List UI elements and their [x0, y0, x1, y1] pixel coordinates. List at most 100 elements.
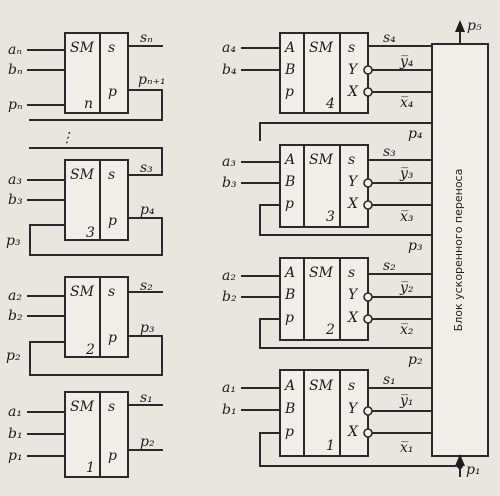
input-b: b₃	[222, 175, 237, 191]
svg-text:B: B	[284, 401, 295, 417]
output-x: x̅₃	[400, 209, 414, 225]
svg-text:s: s	[348, 265, 355, 281]
p-pin: p	[108, 448, 117, 464]
sm-label: SM	[70, 399, 95, 415]
p-pin: p	[108, 84, 117, 100]
output-p: p₂	[140, 434, 155, 450]
cell-number: 1	[86, 460, 95, 476]
output-y: y̅₃	[399, 166, 414, 182]
cell-number: 4	[325, 96, 335, 112]
output-s: s₁	[140, 390, 153, 406]
cell-number: 2	[85, 342, 95, 358]
output-p: p₃	[140, 320, 155, 336]
output-s: s₂	[383, 258, 396, 274]
svg-text:A: A	[283, 152, 295, 168]
svg-text:s: s	[348, 152, 355, 168]
s-pin: s	[108, 284, 115, 300]
carry-label: p₃	[408, 238, 423, 254]
input-b: b₁	[222, 402, 237, 418]
output-s: s₂	[140, 278, 153, 294]
inversion-bubble	[363, 428, 373, 438]
input-p: p₁	[8, 448, 23, 464]
adder-box	[279, 369, 369, 457]
svg-text:X: X	[347, 84, 359, 100]
arrow-up-icon	[455, 454, 465, 466]
output-x: x̅₁	[400, 440, 414, 456]
cell-number: 3	[86, 225, 95, 241]
output-p: pₙ₊₁	[138, 72, 166, 88]
sm-label: SM	[70, 284, 95, 300]
svg-text:X: X	[347, 196, 359, 212]
svg-text:Y: Y	[348, 174, 359, 190]
input-a: a₁	[222, 380, 236, 396]
svg-text:A: A	[283, 378, 295, 394]
s-pin: s	[108, 399, 115, 415]
svg-text:A: A	[283, 265, 295, 281]
right-cell-2: A B p SM s Y X 2 a₂ b₂ s₂ y̅₂ x̅₂ p₂	[222, 257, 433, 368]
inversion-bubble	[363, 87, 373, 97]
svg-text:Y: Y	[348, 401, 359, 417]
inversion-bubble	[363, 178, 373, 188]
adder-box	[64, 276, 129, 358]
svg-text:B: B	[284, 287, 295, 303]
input-a: a₄	[222, 40, 236, 56]
sm-label: SM	[309, 152, 334, 168]
svg-text:X: X	[347, 424, 359, 440]
adder-box	[279, 144, 369, 228]
input-p: p₂	[6, 348, 21, 364]
carry-label: p₂	[408, 352, 423, 368]
inversion-bubble	[363, 406, 373, 416]
sm-label: SM	[309, 265, 334, 281]
cell-number: 3	[326, 209, 335, 225]
sm-label: SM	[70, 40, 95, 56]
svg-text:B: B	[284, 174, 295, 190]
adder-box	[279, 32, 369, 114]
output-y: y̅₄	[399, 54, 414, 70]
output-x: x̅₂	[400, 322, 414, 338]
input-p: p₃	[6, 233, 21, 249]
cell-number: 1	[326, 438, 335, 454]
sm-label: SM	[70, 167, 95, 183]
sm-label: SM	[309, 378, 334, 394]
cell-number: n	[84, 96, 93, 112]
output-s: s₃	[140, 160, 153, 176]
svg-text:p: p	[285, 196, 294, 212]
input-a: a₂	[8, 288, 22, 304]
input-b: bₙ	[8, 62, 23, 78]
ellipsis-dots: ⋮	[60, 130, 74, 146]
right-cell-4: A B p SM s Y X 4 a₄ b₄ s₄ y̅₄ x̅₄ p₄	[222, 30, 433, 142]
output-s: s₄	[383, 30, 396, 46]
carry-block-label: Блок ускоренного переноса	[452, 169, 465, 332]
svg-text:s: s	[348, 378, 355, 394]
input-p: pₙ	[8, 97, 23, 113]
svg-text:X: X	[347, 310, 359, 326]
carry-in-label: p₁	[466, 462, 481, 478]
junction-dot	[457, 463, 463, 469]
left-cell-1: SM s p 1 a₁ b₁ p₁ s₁ p₂	[8, 390, 163, 478]
output-x: x̅₄	[400, 95, 414, 111]
p-pin: p	[108, 330, 117, 346]
left-cell-n: SM s p n aₙ bₙ pₙ sₙ pₙ₊₁	[8, 30, 166, 121]
carry-block-box	[431, 43, 489, 457]
input-a: a₁	[8, 404, 22, 420]
cell-number: 2	[325, 322, 335, 338]
input-a: a₃	[222, 154, 236, 170]
svg-text:Y: Y	[348, 287, 359, 303]
input-b: b₂	[8, 308, 23, 324]
svg-text:p: p	[285, 84, 294, 100]
output-y: y̅₁	[399, 393, 414, 409]
svg-text:p: p	[285, 424, 294, 440]
input-b: b₃	[8, 192, 23, 208]
arrow-up-icon	[455, 20, 465, 32]
input-b: b₁	[8, 426, 23, 442]
sm-label: SM	[309, 40, 334, 56]
carry-label: p₄	[408, 126, 423, 142]
adder-box	[64, 391, 129, 478]
carry-out-label: p₅	[467, 18, 482, 34]
carry-lookahead-block: Блок ускоренного переноса p₅ p₁	[431, 18, 489, 478]
s-pin: s	[108, 40, 115, 56]
output-s: s₁	[383, 372, 396, 388]
inversion-bubble	[363, 314, 373, 324]
adder-box	[64, 32, 129, 114]
